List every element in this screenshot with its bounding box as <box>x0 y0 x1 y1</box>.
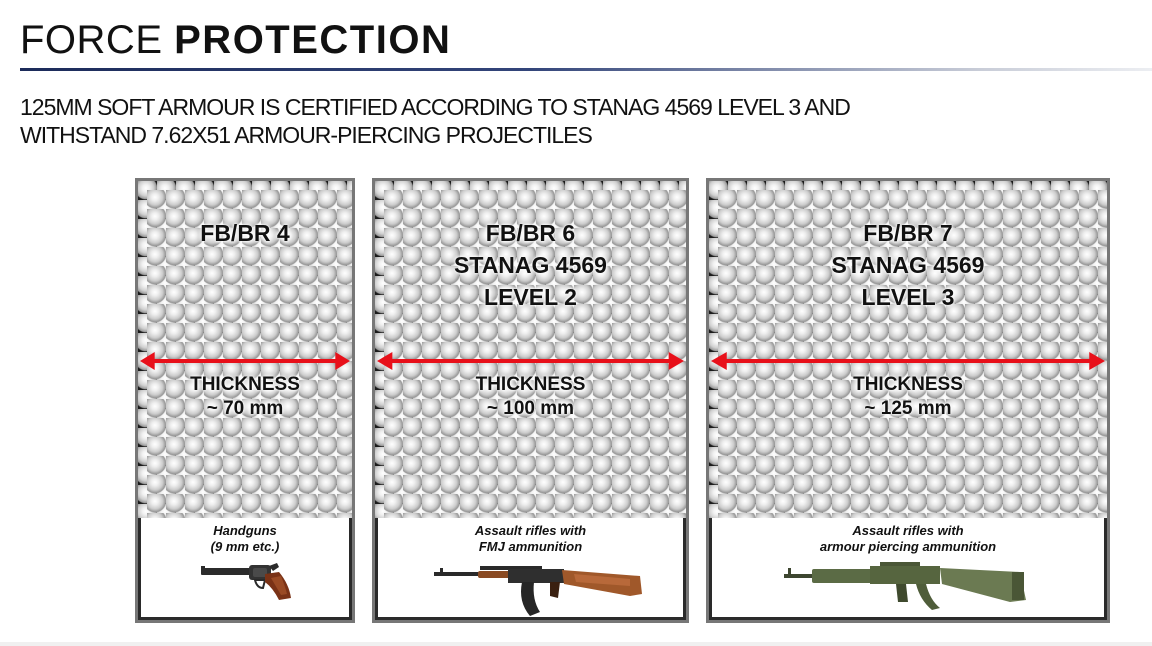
revolver-icon <box>201 563 291 600</box>
threat-box: Assault rifles with FMJ ammunition <box>378 518 683 617</box>
page-title-bold: PROTECTION <box>174 18 452 62</box>
ceramic-balls-image <box>375 181 686 518</box>
threat-line: Assault rifles with <box>474 523 587 538</box>
thickness-arrow <box>711 349 1105 373</box>
thickness-arrow <box>140 349 350 373</box>
thickness-value: ~ 70 mm <box>206 398 284 419</box>
title-underline <box>20 68 1152 71</box>
page-title-light: FORCE <box>20 18 163 62</box>
threat-line: FMJ ammunition <box>478 539 583 554</box>
protection-level: FB/BR 7 STANAG 4569 LEVEL 3 <box>709 217 1107 313</box>
threat-box: Handguns (9 mm etc.) <box>141 518 349 617</box>
protection-level-line: STANAG 4569 <box>831 252 985 278</box>
thickness-label: THICKNESS <box>853 374 963 395</box>
armour-panel-fbbr4: FB/BR 4 THICKNESS ~ 70 mm Handguns (9 mm… <box>135 178 355 623</box>
ceramic-balls-image <box>138 181 352 518</box>
protection-level-line: STANAG 4569 <box>454 252 607 278</box>
armour-panel-fbbr6: FB/BR 6 STANAG 4569 LEVEL 2 THICKNESS ~ … <box>372 178 689 623</box>
thickness-value: ~ 125 mm <box>864 398 952 419</box>
subtitle-line: 125MM SOFT ARMOUR IS CERTIFIED ACCORDING… <box>20 94 851 120</box>
battle-rifle-icon <box>784 562 1026 610</box>
thickness-label: THICKNESS <box>475 374 586 395</box>
threat-line: Assault rifles with <box>852 523 964 538</box>
ceramic-balls-image <box>709 181 1107 518</box>
protection-level-line: FB/BR 6 <box>485 220 576 246</box>
thickness-info: THICKNESS ~ 70 mm <box>138 373 352 421</box>
thickness-arrow <box>377 349 684 373</box>
threat-box: Assault rifles with armour piercing ammu… <box>712 518 1104 617</box>
threat-line: (9 mm etc.) <box>210 539 280 554</box>
thickness-info: THICKNESS ~ 125 mm <box>709 373 1107 421</box>
subtitle: 125MM SOFT ARMOUR IS CERTIFIED ACCORDING… <box>20 93 1120 149</box>
protection-level: FB/BR 4 <box>138 217 352 249</box>
thickness-info: THICKNESS ~ 100 mm <box>375 373 686 421</box>
protection-level-line: LEVEL 3 <box>861 284 955 310</box>
thickness-label: THICKNESS <box>190 374 300 395</box>
threat-line: armour piercing ammunition <box>819 539 997 554</box>
protection-level-line: FB/BR 7 <box>863 220 953 246</box>
threat-label: Handguns (9 mm etc.) <box>141 523 349 555</box>
threat-label: Assault rifles with armour piercing ammu… <box>712 523 1104 555</box>
armour-panel-fbbr7: FB/BR 7 STANAG 4569 LEVEL 3 THICKNESS ~ … <box>706 178 1110 623</box>
assault-rifle-icon <box>434 566 642 616</box>
protection-level: FB/BR 6 STANAG 4569 LEVEL 2 <box>375 217 686 313</box>
protection-level-line: FB/BR 4 <box>200 220 290 246</box>
threat-line: Handguns <box>213 523 277 538</box>
subtitle-line: WITHSTAND 7.62X51 ARMOUR-PIERCING PROJEC… <box>20 122 593 148</box>
page-title: FORCE PROTECTION <box>20 14 451 66</box>
thickness-value: ~ 100 mm <box>486 398 575 419</box>
footer-divider <box>0 642 1152 646</box>
threat-label: Assault rifles with FMJ ammunition <box>378 523 683 555</box>
protection-level-line: LEVEL 2 <box>484 284 577 310</box>
